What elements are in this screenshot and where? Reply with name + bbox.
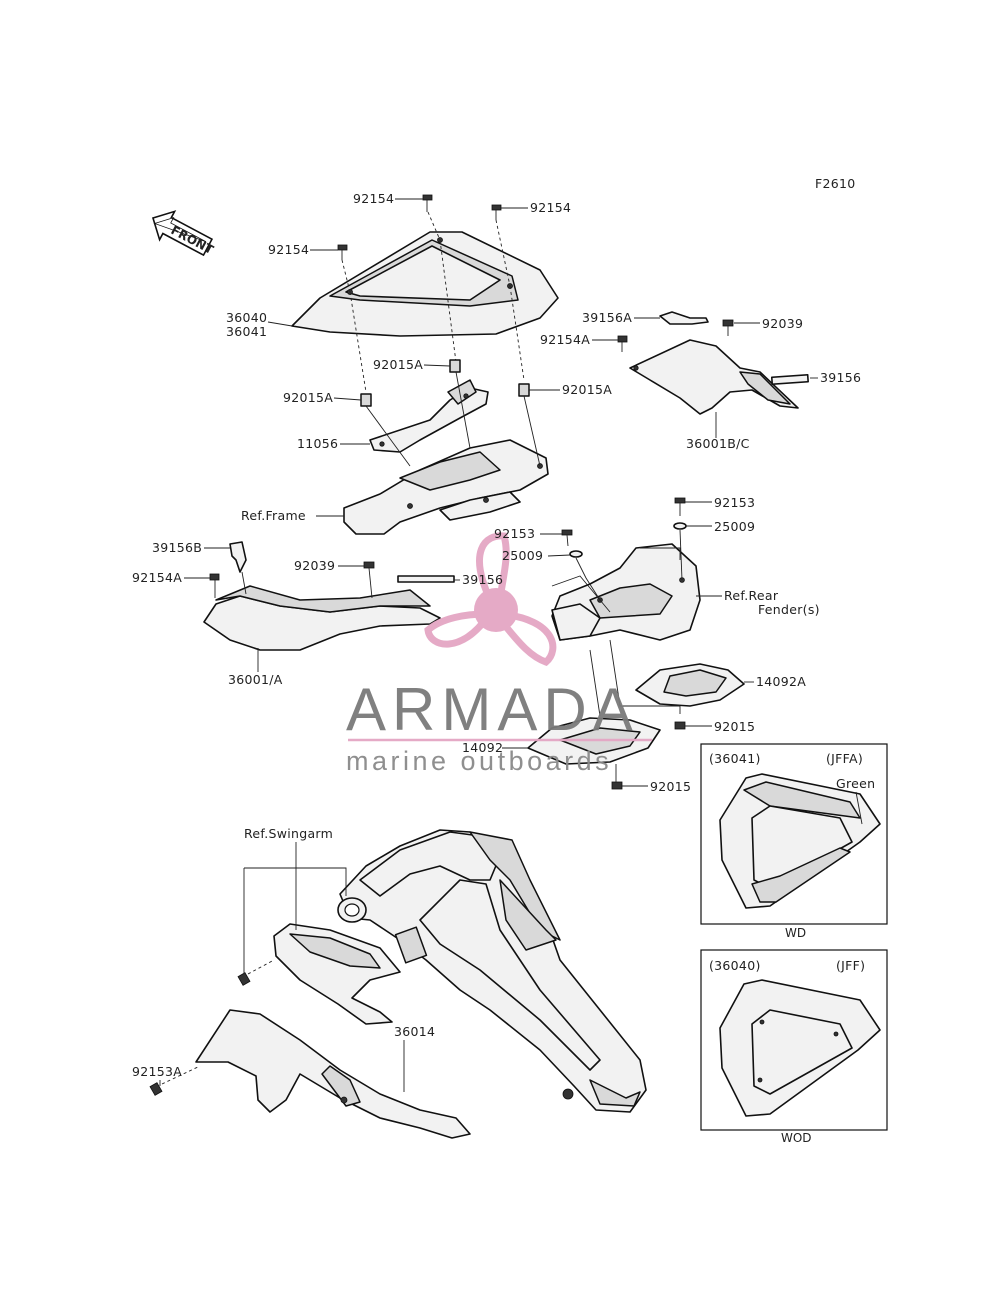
inset-wd-color: Green — [836, 776, 875, 791]
cover-14092a — [635, 663, 745, 707]
callout-92153a: 92153A — [132, 1064, 182, 1079]
screw-92039-left-icon — [363, 561, 375, 599]
chain-cover-36014 — [195, 1009, 471, 1139]
callout-36001a: 36001/A — [228, 672, 283, 687]
chain-guard-upper — [273, 923, 401, 1025]
nut-92015-icon — [674, 721, 686, 730]
callout-fenders: Fender(s) — [758, 602, 820, 617]
screw-92154a-left-icon — [209, 573, 220, 598]
callout-92153: 92153 — [714, 495, 755, 510]
bolt-swingarm-icon — [237, 959, 275, 986]
side-cover-36001a — [203, 585, 441, 651]
bracket-11056 — [369, 379, 489, 453]
swingarm — [337, 829, 647, 1113]
callout-39156b: 39156B — [152, 540, 202, 555]
callout-36001bc: 36001B/C — [686, 436, 750, 451]
bolt-92153a-icon — [149, 1065, 201, 1096]
bolt-92154-icon — [337, 194, 502, 260]
callout-92015a: 92015A — [562, 382, 612, 397]
inset-wd-code: (JFFA) — [826, 751, 863, 766]
inset-wod: (36040) (JFF) — [700, 949, 888, 1131]
callout-92154: 92154 — [530, 200, 571, 215]
label-39156b-icon — [229, 541, 247, 573]
callout-92154: 92154 — [268, 242, 309, 257]
inset-wd-part: (36041) — [709, 751, 761, 766]
strip-39156-left-icon — [397, 575, 455, 583]
callout-11056: 11056 — [297, 436, 338, 451]
callout-ref-rear: Ref.Rear — [724, 588, 779, 603]
callout-39156a: 39156A — [582, 310, 632, 325]
strip-39156-icon — [770, 373, 809, 386]
callout-92039: 92039 — [294, 558, 335, 573]
rear-frame — [343, 439, 549, 535]
callout-92015: 92015 — [714, 719, 755, 734]
rear-fender — [551, 543, 701, 641]
nut-92015-lower-icon — [611, 781, 623, 790]
callout-92154: 92154 — [353, 191, 394, 206]
inset-wod-part: (36040) — [709, 958, 761, 973]
callout-ref-swingarm: Ref.Swingarm — [244, 826, 333, 841]
label-39156a-icon — [659, 311, 709, 325]
callout-25009: 25009 — [502, 548, 543, 563]
callout-36041: 36041 — [226, 324, 267, 339]
callout-92015a: 92015A — [283, 390, 333, 405]
side-cover-36001bc — [629, 339, 799, 415]
callout-92154a: 92154A — [540, 332, 590, 347]
callout-ref-frame: Ref.Frame — [241, 508, 306, 523]
callout-36040: 36040 — [226, 310, 267, 325]
propeller-logo-icon — [424, 532, 557, 666]
inset-wod-code: (JFF) — [836, 958, 865, 973]
front-arrow-icon: FRONT — [151, 210, 216, 257]
screw-92154a-icon — [617, 335, 628, 352]
callout-25009: 25009 — [714, 519, 755, 534]
watermark: ARMADA marine outboards — [346, 532, 652, 776]
callout-92154a: 92154A — [132, 570, 182, 585]
inset-wd: (36041) (JFFA) Green — [700, 743, 888, 925]
seat-cowl — [291, 231, 559, 337]
watermark-title: ARMADA — [346, 676, 639, 743]
figure-code: F2610 — [815, 176, 856, 191]
inset-wd-caption: WD — [785, 926, 806, 940]
callout-92153: 92153 — [494, 526, 535, 541]
callout-14092: 14092 — [462, 740, 503, 755]
screw-92039-icon — [722, 319, 734, 336]
callout-92015a: 92015A — [373, 357, 423, 372]
inset-wod-caption: WOD — [781, 1131, 812, 1145]
callout-39156: 39156 — [462, 572, 503, 587]
callout-labels: 92154 92154 92154 36040 36041 92015A 920… — [132, 191, 861, 1079]
callout-14092a: 14092A — [756, 674, 806, 689]
callout-92039: 92039 — [762, 316, 803, 331]
callout-92015: 92015 — [650, 779, 691, 794]
callout-36014: 36014 — [394, 1024, 435, 1039]
callout-39156: 39156 — [820, 370, 861, 385]
watermark-subtitle: marine outboards — [346, 746, 612, 776]
